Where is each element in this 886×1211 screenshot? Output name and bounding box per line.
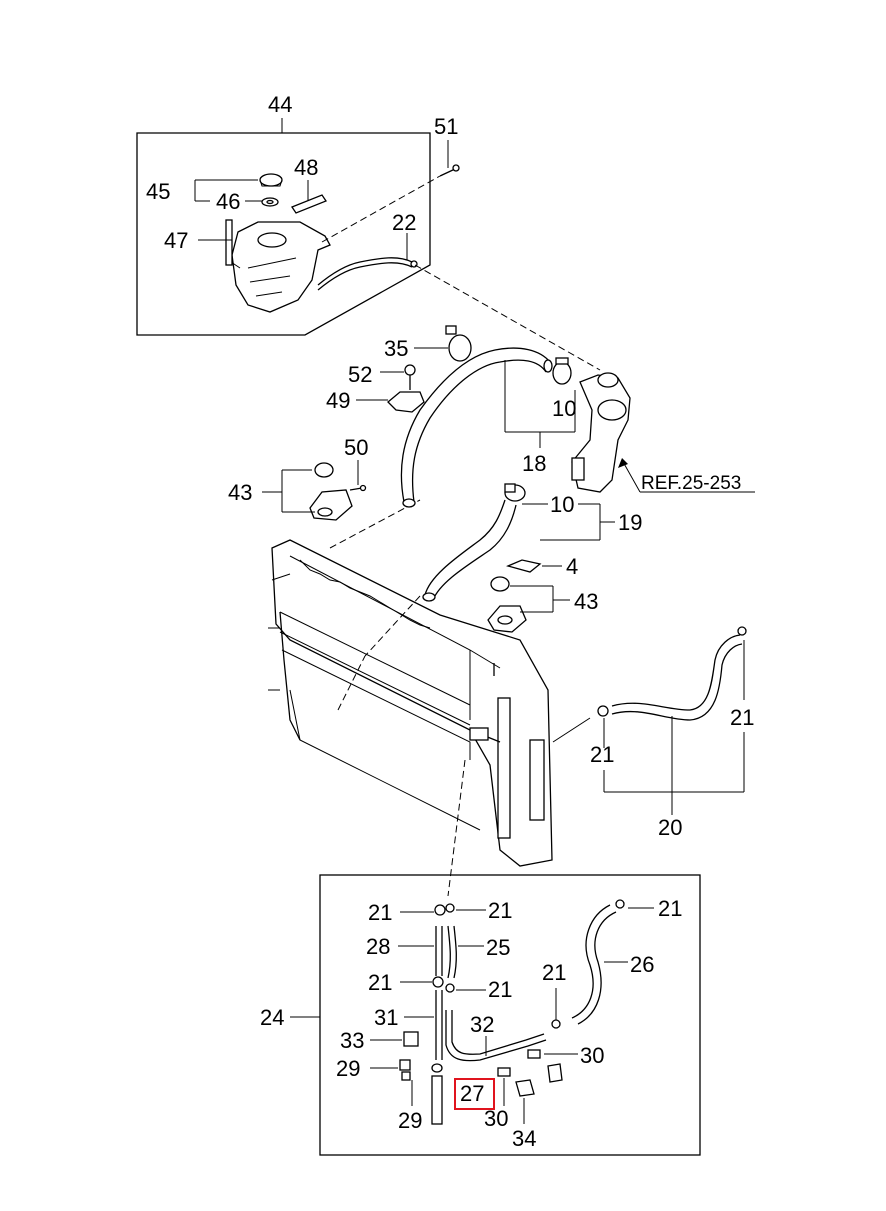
thermostat-housing xyxy=(571,372,755,493)
label-44: 44 xyxy=(268,92,292,117)
label-21-hose-top: 21 xyxy=(730,705,754,730)
label-28: 28 xyxy=(366,934,390,959)
label-34: 34 xyxy=(512,1126,536,1151)
radiator-mount-43-left xyxy=(262,462,353,521)
label-21-e: 21 xyxy=(488,977,512,1002)
label-10-lower: 10 xyxy=(550,492,574,517)
leader-lines-upper xyxy=(194,140,449,260)
reservoir-group-box xyxy=(136,118,431,336)
label-22: 22 xyxy=(392,210,416,235)
label-31: 31 xyxy=(374,1005,398,1030)
label-30-bottom: 30 xyxy=(484,1106,508,1131)
mounting-bolt-51 xyxy=(439,164,460,177)
label-26: 26 xyxy=(630,952,654,977)
coolant-reservoir-tank xyxy=(225,219,331,313)
label-19: 19 xyxy=(618,510,642,535)
label-29-left: 29 xyxy=(336,1056,360,1081)
label-46: 46 xyxy=(216,189,240,214)
hose-clamp-10-upper xyxy=(552,357,572,385)
label-45: 45 xyxy=(146,179,170,204)
bolt-50 xyxy=(349,460,367,492)
label-48: 48 xyxy=(294,155,318,180)
hose-bracket-49 xyxy=(356,391,425,413)
part-number-labels: 44 51 48 45 46 47 22 35 52 49 10 18 50 4… xyxy=(146,92,754,1151)
label-25: 25 xyxy=(486,935,510,960)
label-29-bottom: 29 xyxy=(398,1108,422,1133)
label-21-f: 21 xyxy=(542,960,566,985)
oil-cooler-group-box xyxy=(290,874,701,1156)
oil-cooler-lines xyxy=(399,899,625,1125)
label-ref-25-253: REF.25-253 xyxy=(641,473,741,494)
label-35: 35 xyxy=(384,336,408,361)
label-50: 50 xyxy=(344,435,368,460)
label-51: 51 xyxy=(434,114,458,139)
label-20: 20 xyxy=(658,815,682,840)
label-30-right: 30 xyxy=(580,1043,604,1068)
label-18: 18 xyxy=(522,451,546,476)
label-21-hose-left: 21 xyxy=(590,742,614,767)
label-21-b: 21 xyxy=(488,898,512,923)
bolt-52 xyxy=(380,364,416,390)
label-21-a: 21 xyxy=(368,900,392,925)
label-43-left: 43 xyxy=(228,480,252,505)
upper-radiator-hose-18 xyxy=(400,347,576,508)
label-52: 52 xyxy=(348,362,372,387)
label-33: 33 xyxy=(340,1028,364,1053)
label-21-d: 21 xyxy=(368,970,392,995)
highlight-box-27 xyxy=(454,1078,495,1110)
label-27: 27 xyxy=(460,1081,484,1106)
leader-lines-lower xyxy=(370,907,654,1124)
cap-gasket xyxy=(261,197,279,207)
lower-radiator-hose-19 xyxy=(422,483,615,602)
label-21-c: 21 xyxy=(658,896,682,921)
radiator-assembly xyxy=(268,539,553,867)
label-43-right: 43 xyxy=(574,589,598,614)
caution-label-plate xyxy=(291,194,327,214)
clip-4 xyxy=(506,559,562,573)
hose-clamp-35 xyxy=(414,325,472,362)
label-32: 32 xyxy=(470,1012,494,1037)
overflow-hose-22 xyxy=(317,257,418,291)
label-10-upper: 10 xyxy=(552,396,576,421)
label-49: 49 xyxy=(326,388,350,413)
reservoir-cap xyxy=(259,173,283,187)
radiator-mount-43-right xyxy=(487,576,570,633)
label-47: 47 xyxy=(164,228,188,253)
label-24: 24 xyxy=(260,1005,284,1030)
radiator-hose-20 xyxy=(597,626,747,815)
label-4: 4 xyxy=(566,554,578,579)
